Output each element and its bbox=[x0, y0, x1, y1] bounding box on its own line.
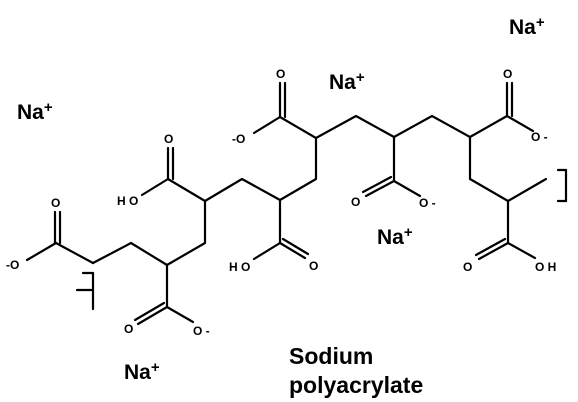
carboxylate-oxygen-label: -O bbox=[6, 258, 19, 272]
oxygen-label: O bbox=[309, 259, 318, 273]
hydroxyl-label: H O bbox=[117, 194, 138, 208]
repeat-bracket-left bbox=[75, 271, 95, 311]
hydroxyl-label: O H bbox=[535, 260, 556, 274]
carboxylate-group-1: O -O bbox=[6, 196, 95, 272]
carboxylate-group-2: O O - bbox=[124, 263, 210, 338]
carboxylic-acid-group-8: O O H bbox=[463, 199, 556, 274]
carboxylate-group-6: O O - bbox=[351, 135, 436, 210]
carboxylate-oxygen-label: O - bbox=[193, 324, 210, 338]
oxygen-label: O bbox=[51, 196, 60, 210]
carboxylate-oxygen-label: O - bbox=[419, 196, 436, 210]
repeat-bracket-right bbox=[556, 168, 568, 203]
sodium-ion: Na+ bbox=[329, 69, 365, 94]
carboxylic-acid-group-4: H O O bbox=[229, 198, 318, 274]
compound-name-line-1: Sodium bbox=[289, 343, 373, 369]
sodium-ion: Na+ bbox=[124, 359, 160, 384]
hydroxyl-label: H O bbox=[229, 260, 250, 274]
oxygen-label: O bbox=[503, 67, 512, 81]
sodium-ion: Na+ bbox=[377, 224, 413, 249]
carboxylate-oxygen-label: O - bbox=[531, 130, 548, 144]
polymer-backbone bbox=[91, 114, 548, 267]
carboxylate-group-7: O O - bbox=[468, 67, 548, 144]
oxygen-label: O bbox=[351, 195, 360, 209]
sodium-ion: Na+ bbox=[17, 99, 53, 124]
carboxylic-acid-group-3: O H O bbox=[117, 132, 207, 208]
carboxylate-group-5: O -O bbox=[232, 67, 318, 146]
oxygen-label: O bbox=[124, 322, 133, 336]
carboxylate-oxygen-label: -O bbox=[232, 132, 245, 146]
oxygen-label: O bbox=[276, 67, 285, 81]
compound-name-line-2: polyacrylate bbox=[289, 372, 423, 398]
oxygen-label: O bbox=[463, 260, 472, 274]
oxygen-label: O bbox=[164, 132, 173, 146]
sodium-ion: Na+ bbox=[509, 14, 545, 39]
